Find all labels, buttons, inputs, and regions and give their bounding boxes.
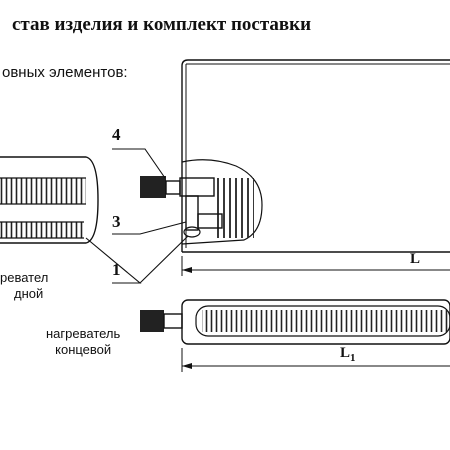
end-heater-drawing: [140, 299, 450, 372]
dimension-L1: L1: [340, 345, 356, 364]
left-heater-drawing: [0, 156, 99, 244]
end-heater-fins: [202, 310, 450, 332]
leader-lines: [85, 148, 189, 284]
left-heater-label: ревател дной: [0, 270, 49, 301]
end-valve-head: [140, 310, 164, 332]
left-heater-fins-top: [0, 178, 86, 204]
heater-fins-block: [214, 178, 254, 238]
callout-1: 1: [112, 260, 121, 279]
left-heater-fins-bottom: [0, 222, 84, 238]
callout-3: 3: [112, 212, 121, 231]
section-title: став изделия и комплект поставки: [12, 14, 312, 35]
callout-4: 4: [112, 125, 121, 144]
dimension-L: L: [410, 251, 421, 267]
convector-body-drawing: [140, 59, 450, 276]
section-subtitle: овных элементов:: [2, 64, 128, 81]
end-heater-label: нагреватель концевой: [46, 326, 121, 357]
